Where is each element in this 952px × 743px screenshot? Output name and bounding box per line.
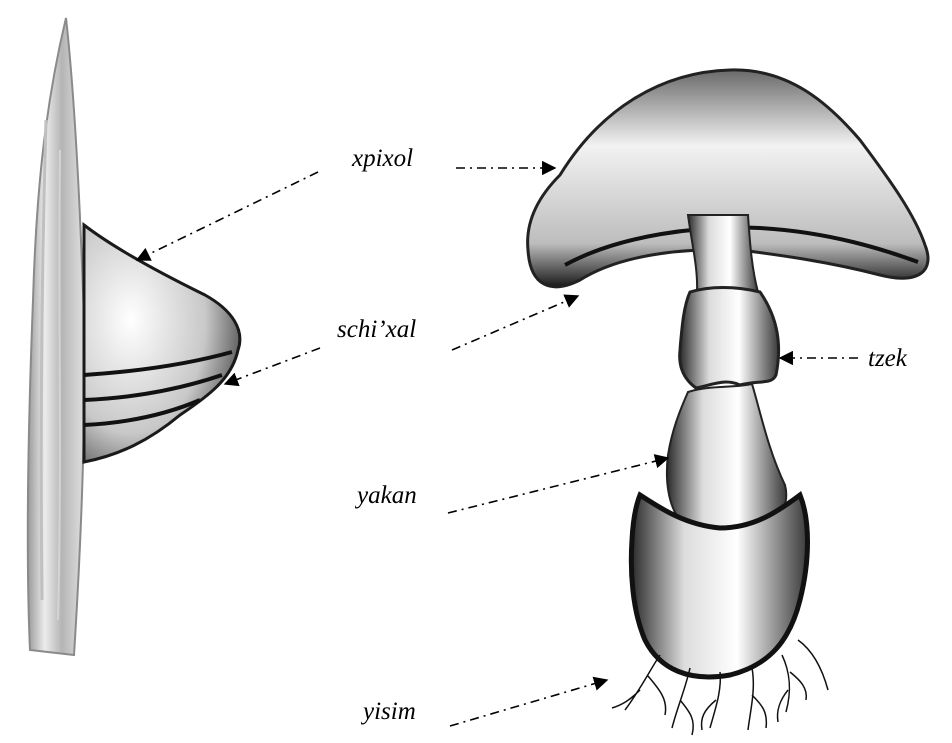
arrow-schixal-to-mushroom-gills [452,296,578,350]
label-xpixol: xpixol [351,145,413,172]
label-yisim: yisim [360,698,416,725]
tree-trunk [28,18,85,655]
arrow-yisim-to-roots [450,680,607,726]
label-schixal: schi’xal [337,316,416,343]
shelf-fungus-illustration [28,18,240,655]
mushroom-stem-lower [667,384,786,533]
mushroom-illustration [528,70,928,735]
label-yakan: yakan [354,482,417,509]
arrow-xpixol-to-bracket-cap [137,172,318,260]
bracket-cap [84,225,240,462]
arrow-schixal-to-bracket-gills [225,348,320,384]
mushroom-stem-upper [688,215,758,292]
label-tzek: tzek [868,345,908,372]
mushroom-ring [680,288,779,389]
